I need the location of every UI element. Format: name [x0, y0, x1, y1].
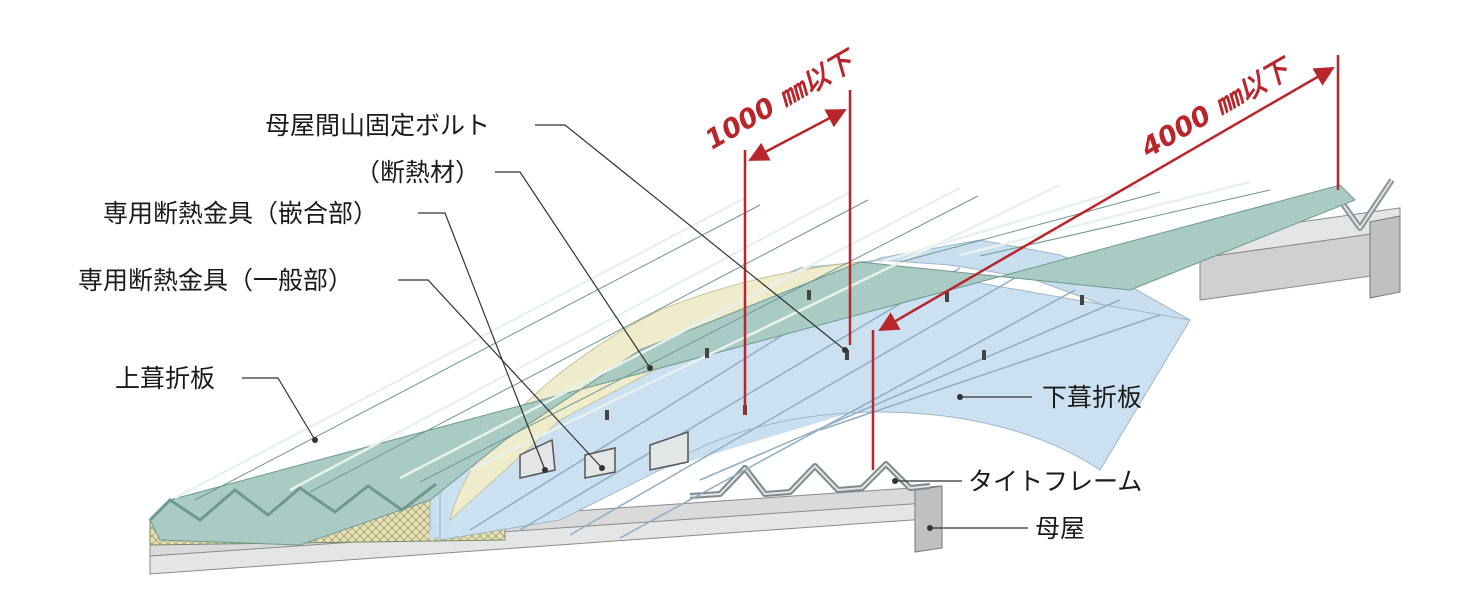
label-purlin: 母屋 [1035, 514, 1085, 543]
dimension-1000 [743, 90, 852, 415]
leader-lines [242, 124, 1032, 529]
label-tight-frame: タイトフレーム [968, 467, 1142, 496]
label-insulation: （断熱材） [355, 158, 480, 187]
label-fitting-general: 専用断熱金具（一般部） [78, 266, 353, 295]
dimension-4000 [871, 55, 1340, 470]
dimension-label-4000: 4000 ㎜以下 [1135, 52, 1299, 165]
label-fitting-joint: 専用断熱金具（嵌合部） [103, 199, 378, 228]
label-lower-panel: 下葺折板 [1042, 383, 1142, 412]
label-upper-panel: 上葺折板 [115, 364, 215, 393]
dimension-label-1000: 1000 ㎜以下 [700, 44, 863, 156]
label-bolt: 母屋間山固定ボルト [265, 111, 490, 140]
